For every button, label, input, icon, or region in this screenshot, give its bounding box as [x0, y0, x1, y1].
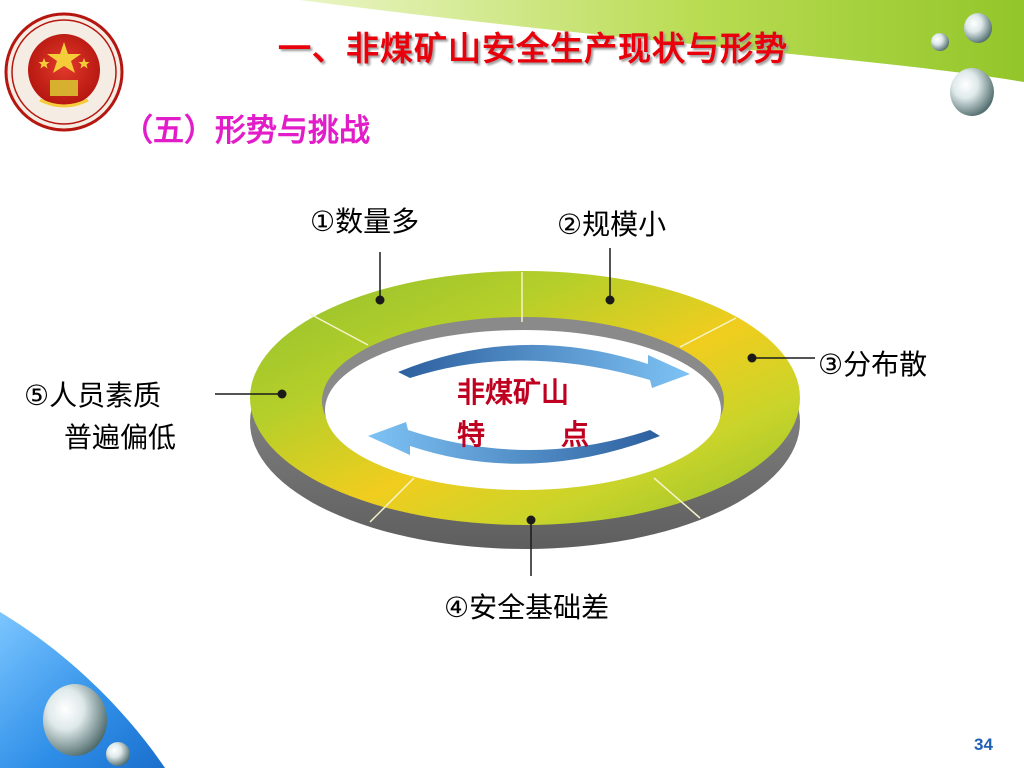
emblem-icon — [4, 12, 124, 132]
leader-lines — [215, 248, 815, 576]
section-subtitle: （五）形势与挑战 — [122, 113, 370, 149]
page-title: 一、非煤矿山安全生产现状与形势 — [278, 29, 788, 68]
leader-dots — [277, 295, 757, 525]
item-label-5-line1: ⑤人员素质 — [24, 379, 162, 412]
ring-dividers — [309, 272, 737, 523]
center-label-line2-left: 特 — [457, 418, 486, 451]
page-number: 34 — [974, 735, 993, 754]
item-label-3: ③分布散 — [818, 348, 928, 381]
item-label-4: ④安全基础差 — [444, 591, 610, 624]
center-label-line2-right: 点 — [561, 418, 590, 451]
item-label-2: ②规模小 — [557, 208, 667, 241]
cycle-arrow-icon — [368, 344, 690, 464]
item-label-5-line2: 普遍偏低 — [64, 421, 177, 454]
top-band — [300, 0, 1024, 82]
water-drop-icon — [43, 13, 994, 766]
center-label-line1: 非煤矿山 — [457, 376, 570, 409]
item-label-1: ①数量多 — [310, 205, 420, 238]
